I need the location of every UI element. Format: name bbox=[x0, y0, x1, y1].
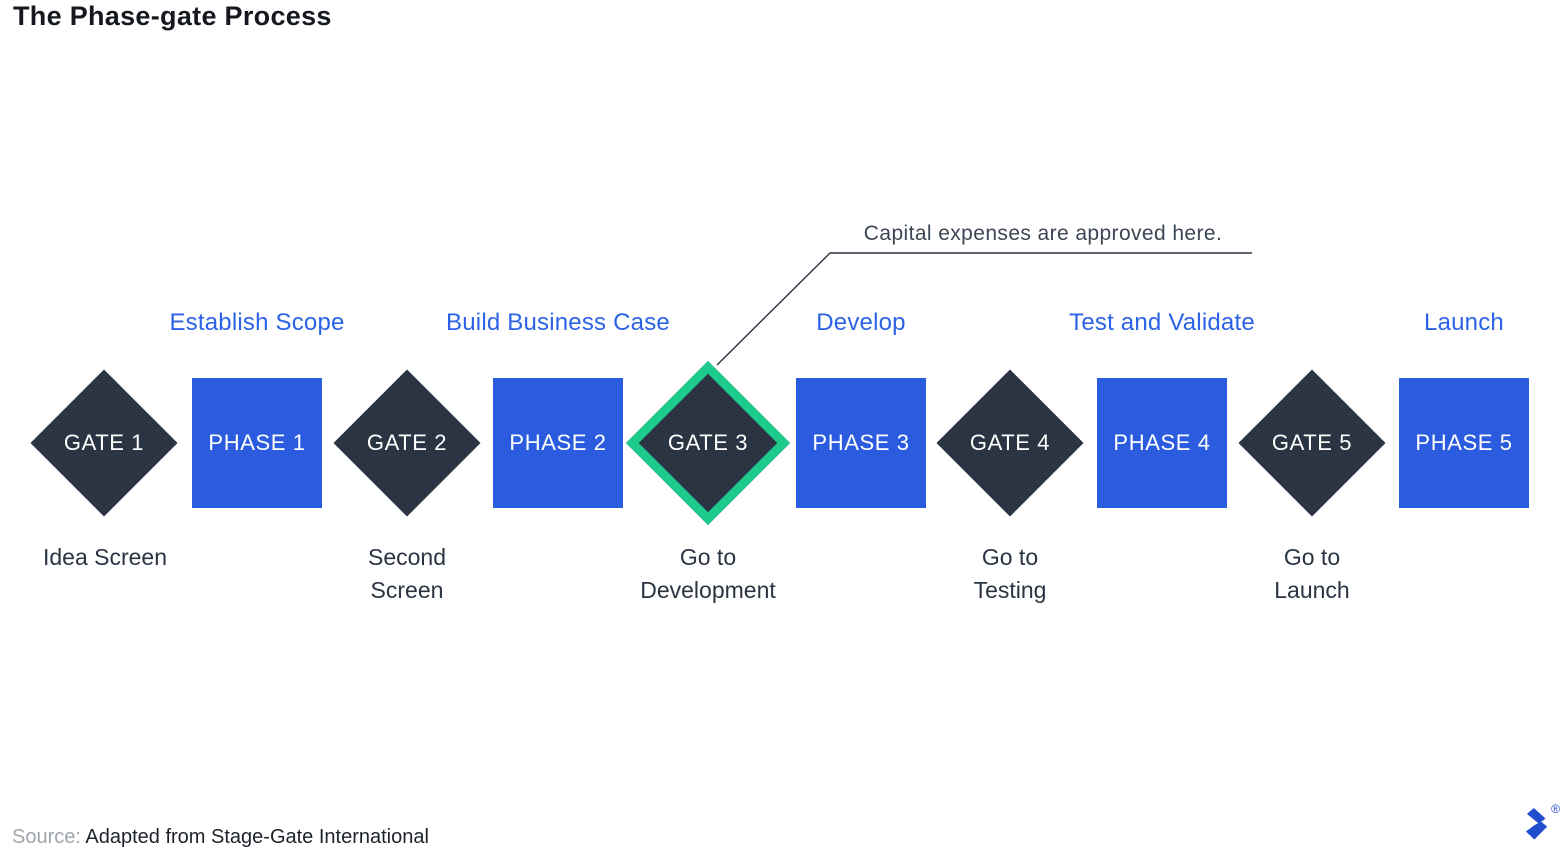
stage-label-develop: Develop bbox=[816, 309, 906, 336]
toptal-logo-glyph bbox=[1525, 808, 1548, 840]
registered-trademark: ® bbox=[1551, 802, 1560, 816]
gate-3-caption: Go to Development bbox=[640, 544, 776, 603]
gate-4-label: GATE 4 bbox=[969, 430, 1051, 455]
phase-4-label: PHASE 4 bbox=[1113, 430, 1211, 455]
phase-4-square bbox=[1097, 378, 1227, 508]
phase-2-square bbox=[493, 378, 623, 508]
source-line: Source: Adapted from Stage-Gate Internat… bbox=[12, 826, 429, 849]
gate-1-caption: Idea Screen bbox=[42, 544, 168, 570]
gate-2-caption: Second Screen bbox=[367, 544, 447, 603]
source-prefix: Source: bbox=[12, 826, 81, 848]
gate-5-caption: Go to Launch bbox=[1274, 544, 1350, 603]
stage-label-launch: Launch bbox=[1424, 309, 1504, 336]
gate-1-label: GATE 1 bbox=[63, 430, 145, 455]
stage-label-establish-scope: Establish Scope bbox=[169, 309, 345, 336]
phase-5-label: PHASE 5 bbox=[1415, 430, 1513, 455]
stage-label-build-business-case: Build Business Case bbox=[446, 309, 670, 336]
page-title: The Phase-gate Process bbox=[13, 1, 332, 31]
phase-2-label: PHASE 2 bbox=[509, 430, 607, 455]
phase-3-label: PHASE 3 bbox=[812, 430, 910, 455]
stage-label-test-and-validate: Test and Validate bbox=[1069, 309, 1255, 336]
gate-4-caption: Go to Testing bbox=[973, 544, 1047, 603]
phase-3-square bbox=[796, 378, 926, 508]
toptal-logo-icon: ® bbox=[1522, 802, 1560, 850]
source-text: Adapted from Stage-Gate International bbox=[85, 826, 429, 848]
gate-5-label: GATE 5 bbox=[1271, 430, 1353, 455]
phase-5-square bbox=[1399, 378, 1529, 508]
gate-3-label: GATE 3 bbox=[667, 430, 749, 455]
phase-1-label: PHASE 1 bbox=[208, 430, 306, 455]
annotation-text: Capital expenses are approved here. bbox=[863, 222, 1223, 245]
phase-1-square bbox=[192, 378, 322, 508]
gate-2-label: GATE 2 bbox=[366, 430, 448, 455]
